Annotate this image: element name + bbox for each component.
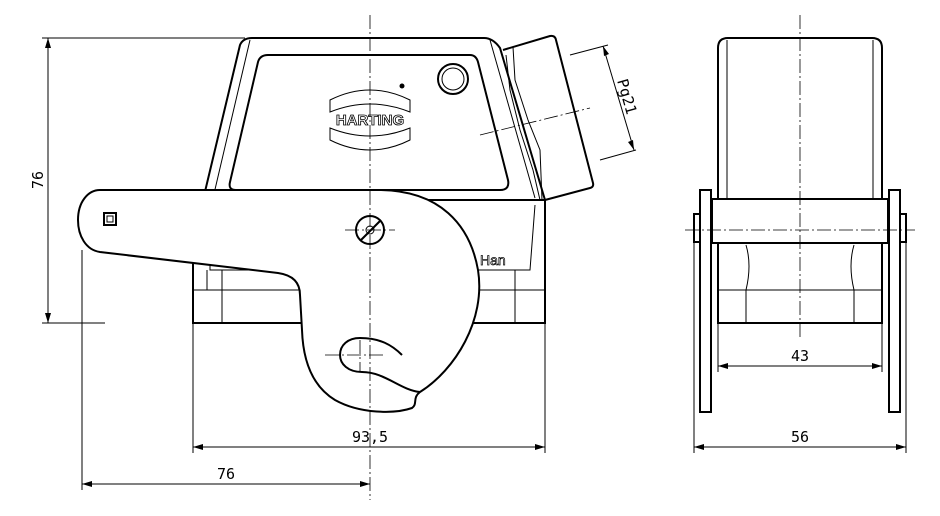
- indicator-button: [437, 63, 469, 95]
- right-rivet-head: [899, 213, 907, 243]
- han-label: Han: [480, 252, 506, 268]
- gland-inner-line-2: [505, 54, 541, 201]
- hood-edge-line: [212, 39, 536, 199]
- dim-front-outer-label: 56: [791, 428, 809, 446]
- housing-hood: [202, 37, 546, 201]
- dim-total-width: 93,5: [192, 323, 546, 453]
- left-rivet-head: [693, 213, 701, 243]
- dim-cable-gland-label: Pg21: [613, 77, 640, 117]
- dim-cable-gland: Pg21: [569, 44, 640, 161]
- locking-lever: [76, 189, 481, 413]
- side-view: HARTING Han 76: [29, 15, 640, 500]
- right-lever-plate: [888, 189, 901, 413]
- dim-pivot-offset-label: 76: [217, 465, 235, 483]
- dim-front-outer: 56: [693, 242, 907, 453]
- lever-rivet: [103, 212, 117, 226]
- lever-rivet-core: [106, 215, 114, 223]
- dim-height-label: 76: [29, 171, 47, 189]
- dim-front-inner-label: 43: [791, 347, 809, 365]
- dim-height: 76: [29, 37, 245, 324]
- dim-pivot-offset: 76: [81, 250, 370, 490]
- front-view: 43 56: [685, 15, 915, 453]
- dim-total-width-label: 93,5: [352, 428, 388, 446]
- left-lever-plate: [699, 189, 712, 413]
- dim-front-inner: 43: [717, 323, 883, 372]
- gland-inner-line: [512, 46, 543, 201]
- hood-panel: [228, 54, 510, 191]
- centerline-marks: [325, 229, 395, 372]
- gland-axis: [479, 107, 591, 136]
- indicator-button-inner: [441, 67, 465, 91]
- front-hood-edges: [726, 40, 874, 198]
